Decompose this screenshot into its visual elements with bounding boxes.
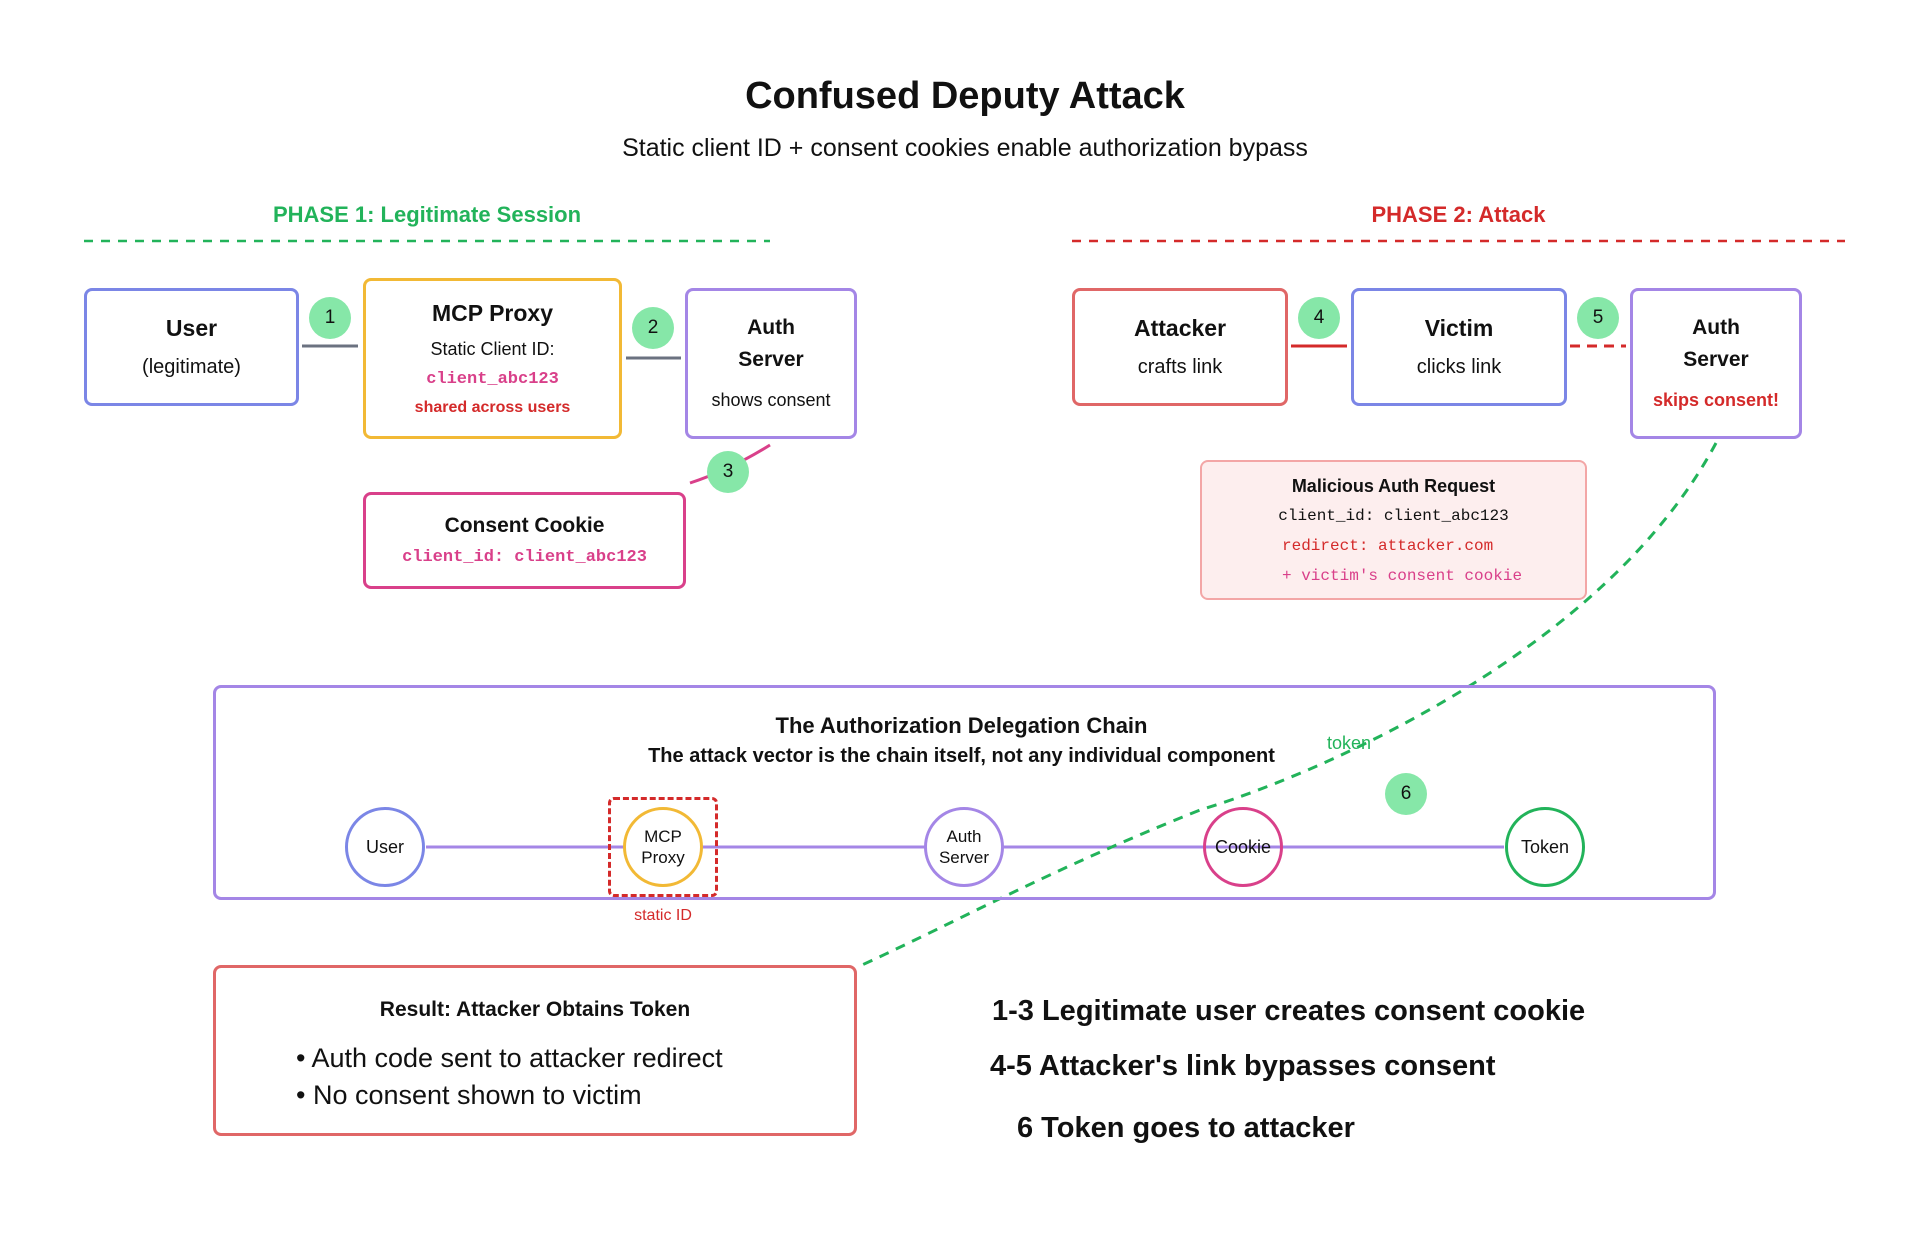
mcp-proxy-node: MCP Proxy Static Client ID: client_abc12… bbox=[363, 278, 622, 439]
proxy-client-id: client_abc123 bbox=[426, 370, 559, 389]
static-id-label: static ID bbox=[634, 907, 692, 924]
static-id-highlight bbox=[608, 797, 718, 897]
proxy-client-id-label: Static Client ID: bbox=[430, 339, 555, 359]
chain-node-user-label: User bbox=[365, 836, 404, 857]
token-flow-path bbox=[861, 442, 1718, 967]
user-title: User bbox=[165, 315, 218, 341]
chain-node-cookie: Cookie bbox=[1203, 807, 1283, 887]
auth-subtitle: shows consent bbox=[711, 390, 831, 410]
victim-title: Victim bbox=[1424, 315, 1494, 341]
step-badge-4: 4 bbox=[1298, 297, 1340, 339]
result-bullet-1: • Auth code sent to attacker redirect bbox=[296, 1043, 723, 1073]
malicious-request-box: Malicious Auth Request client_id: client… bbox=[1200, 460, 1587, 600]
user-node: User (legitimate) bbox=[84, 288, 299, 406]
chain-node-proxy-line1: MCP bbox=[644, 827, 682, 846]
step-badge-3: 3 bbox=[707, 451, 749, 493]
chain-node-mcp-proxy: MCP Proxy bbox=[623, 807, 703, 887]
step-badge-1: 1 bbox=[309, 297, 351, 339]
request-title: Malicious Auth Request bbox=[1291, 475, 1496, 496]
page-subtitle: Static client ID + consent cookies enabl… bbox=[622, 134, 1308, 162]
chain-subtitle: The attack vector is the chain itself, n… bbox=[648, 745, 1275, 767]
consent-cookie-node: Consent Cookie client_id: client_abc123 bbox=[363, 492, 686, 589]
request-redirect: redirect: attacker.com bbox=[1282, 536, 1494, 555]
attacker-node: Attacker crafts link bbox=[1072, 288, 1288, 406]
user-subtitle: (legitimate) bbox=[142, 356, 241, 378]
attack-auth-title-line1: Auth bbox=[1692, 316, 1740, 339]
auth-server-node: Auth Server shows consent bbox=[685, 288, 857, 439]
chain-node-auth-line2: Server bbox=[938, 848, 990, 867]
result-box bbox=[213, 965, 857, 1136]
step-badge-6: 6 bbox=[1385, 773, 1427, 815]
phase2-label: PHASE 2: Attack bbox=[1371, 202, 1546, 227]
auth-title-line2: Server bbox=[738, 348, 804, 371]
legend-item-1: 1-3 Legitimate user creates consent cook… bbox=[992, 995, 1586, 1027]
chain-node-token-label: Token bbox=[1520, 836, 1570, 857]
attack-auth-server-node: Auth Server skips consent! bbox=[1630, 288, 1802, 439]
result-title: Result: Attacker Obtains Token bbox=[379, 998, 691, 1021]
chain-node-token: Token bbox=[1505, 807, 1585, 887]
chain-node-cookie-label: Cookie bbox=[1214, 836, 1272, 857]
attack-auth-subtitle: skips consent! bbox=[1652, 390, 1780, 410]
proxy-title: MCP Proxy bbox=[431, 300, 553, 326]
chain-node-user: User bbox=[345, 807, 425, 887]
cookie-title: Consent Cookie bbox=[444, 514, 605, 537]
delegation-chain-panel bbox=[213, 685, 1716, 900]
chain-title: The Authorization Delegation Chain bbox=[775, 713, 1148, 738]
auth-title-line1: Auth bbox=[747, 316, 795, 339]
proxy-warning: shared across users bbox=[414, 399, 571, 416]
page-title: Confused Deputy Attack bbox=[745, 75, 1185, 117]
token-flow-label: token bbox=[1327, 733, 1372, 753]
attacker-title: Attacker bbox=[1133, 315, 1227, 341]
phase1-label: PHASE 1: Legitimate Session bbox=[272, 202, 582, 227]
legend-item-3: 6 Token goes to attacker bbox=[1017, 1112, 1355, 1144]
attacker-subtitle: crafts link bbox=[1137, 356, 1223, 378]
request-cookie: + victim's consent cookie bbox=[1282, 566, 1523, 585]
result-bullet-2: • No consent shown to victim bbox=[296, 1080, 642, 1110]
attack-auth-title-line2: Server bbox=[1683, 348, 1749, 371]
chain-node-auth-line1: Auth bbox=[946, 827, 982, 846]
request-client-id: client_id: client_abc123 bbox=[1278, 506, 1509, 525]
cookie-value: client_id: client_abc123 bbox=[402, 548, 647, 567]
step-badge-2: 2 bbox=[632, 307, 674, 349]
legend-item-2: 4-5 Attacker's link bypasses consent bbox=[990, 1050, 1496, 1082]
step-badge-5: 5 bbox=[1577, 297, 1619, 339]
victim-node: Victim clicks link bbox=[1351, 288, 1567, 406]
victim-subtitle: clicks link bbox=[1416, 356, 1502, 378]
chain-node-proxy-line2: Proxy bbox=[641, 848, 685, 867]
